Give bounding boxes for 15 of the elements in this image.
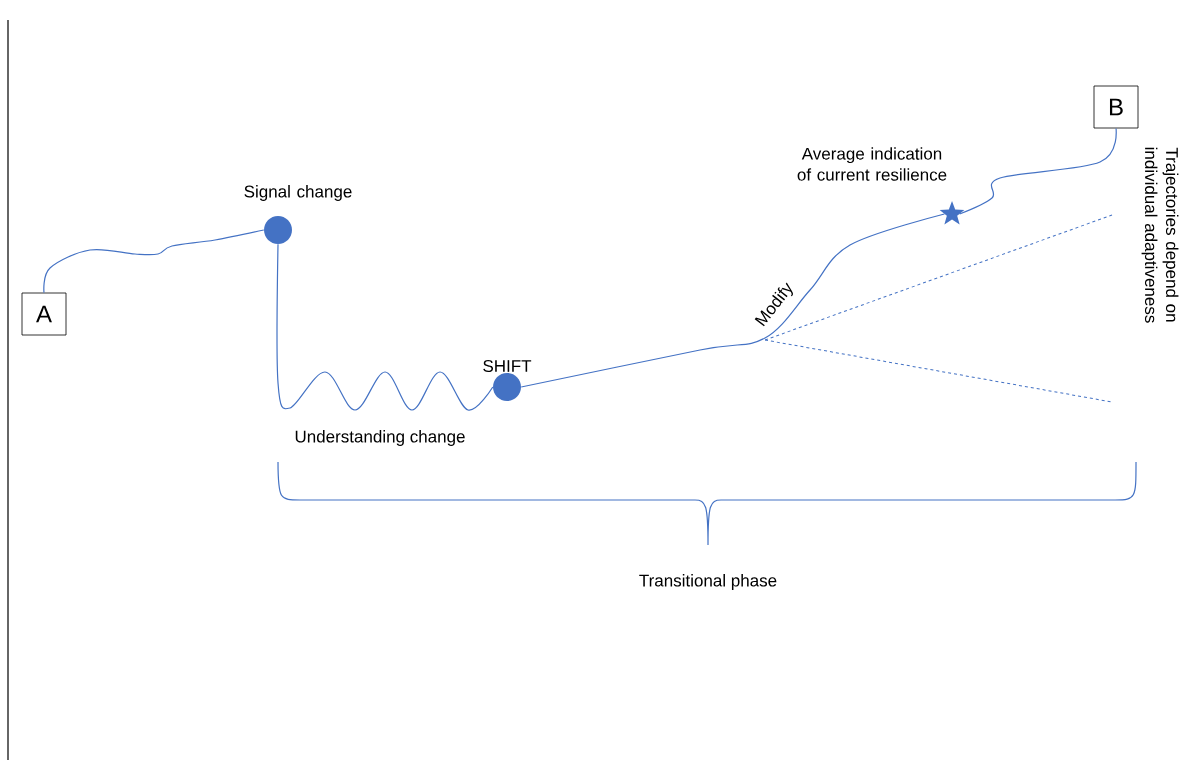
- node-label: SHIFT: [483, 360, 532, 373]
- node-label: Average indication of current resilience: [797, 147, 947, 181]
- star-marker: [939, 201, 965, 225]
- text-label: Transitional phase: [639, 574, 777, 590]
- curve-line: [43, 229, 265, 294]
- node-label: Signal change: [244, 185, 352, 201]
- text-label: Trajectories depend on individual adaptiveness: [1141, 147, 1179, 323]
- curve-line: [276, 243, 494, 411]
- curve-line: [959, 127, 1117, 215]
- dot: [493, 373, 521, 401]
- text-label: Understanding change: [295, 430, 465, 446]
- curve-line: [520, 213, 945, 388]
- letter-box: A: [21, 292, 67, 336]
- dot: [264, 216, 292, 244]
- letter-box: B: [1093, 85, 1139, 129]
